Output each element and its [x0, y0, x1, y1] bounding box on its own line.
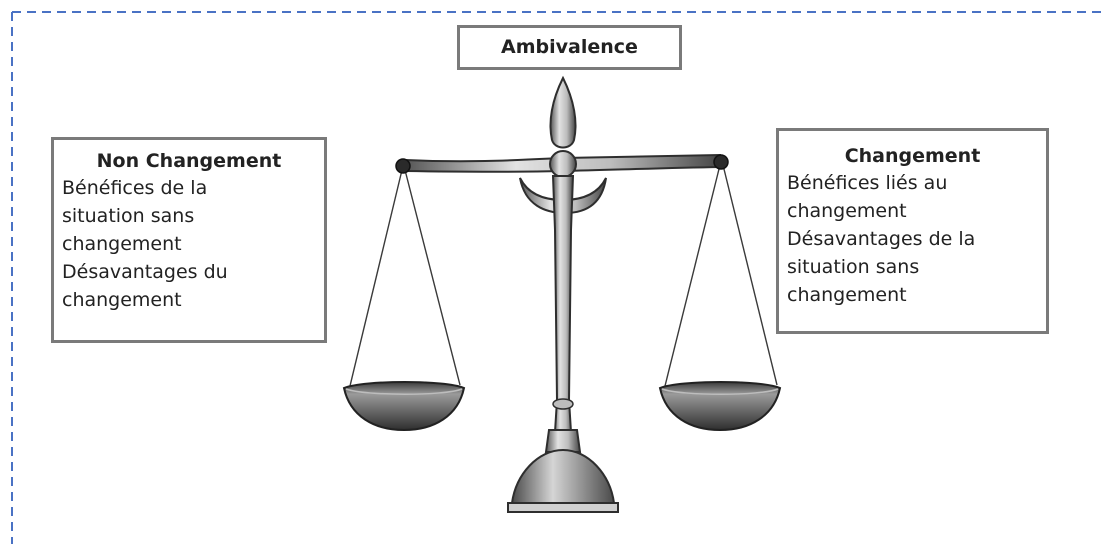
scale-pan-left — [342, 381, 466, 432]
ambivalence-box: Ambivalence — [457, 25, 682, 70]
scale-crescent — [519, 177, 607, 215]
scale-strings — [349, 164, 778, 387]
pivot-ball — [549, 150, 577, 178]
changement-line: changement — [787, 200, 907, 222]
changement-line: Bénéfices liés au — [787, 172, 948, 194]
non-changement-title: Non Changement — [96, 150, 282, 172]
beam-end-right — [713, 154, 729, 170]
non-changement-line: Bénéfices de la — [62, 177, 208, 199]
changement-line: Désavantages de la — [787, 228, 976, 250]
scale-pan-right — [658, 381, 782, 432]
changement-line: changement — [787, 284, 907, 306]
non-changement-line: changement — [62, 289, 182, 311]
beam-end-left — [395, 158, 411, 174]
changement-title: Changement — [844, 145, 981, 167]
non-changement-line: Désavantages du — [62, 261, 228, 283]
non-changement-box: Non Changement Bénéfices de la situation… — [51, 137, 327, 343]
non-changement-line: situation sans — [62, 205, 195, 227]
changement-line: situation sans — [787, 256, 920, 278]
ambivalence-label: Ambivalence — [501, 36, 638, 58]
scale-finial — [549, 75, 577, 149]
scale-pillar — [551, 175, 575, 433]
scale-base — [510, 448, 616, 504]
non-changement-line: changement — [62, 233, 182, 255]
changement-box: Changement Bénéfices liés au changement … — [776, 128, 1049, 334]
